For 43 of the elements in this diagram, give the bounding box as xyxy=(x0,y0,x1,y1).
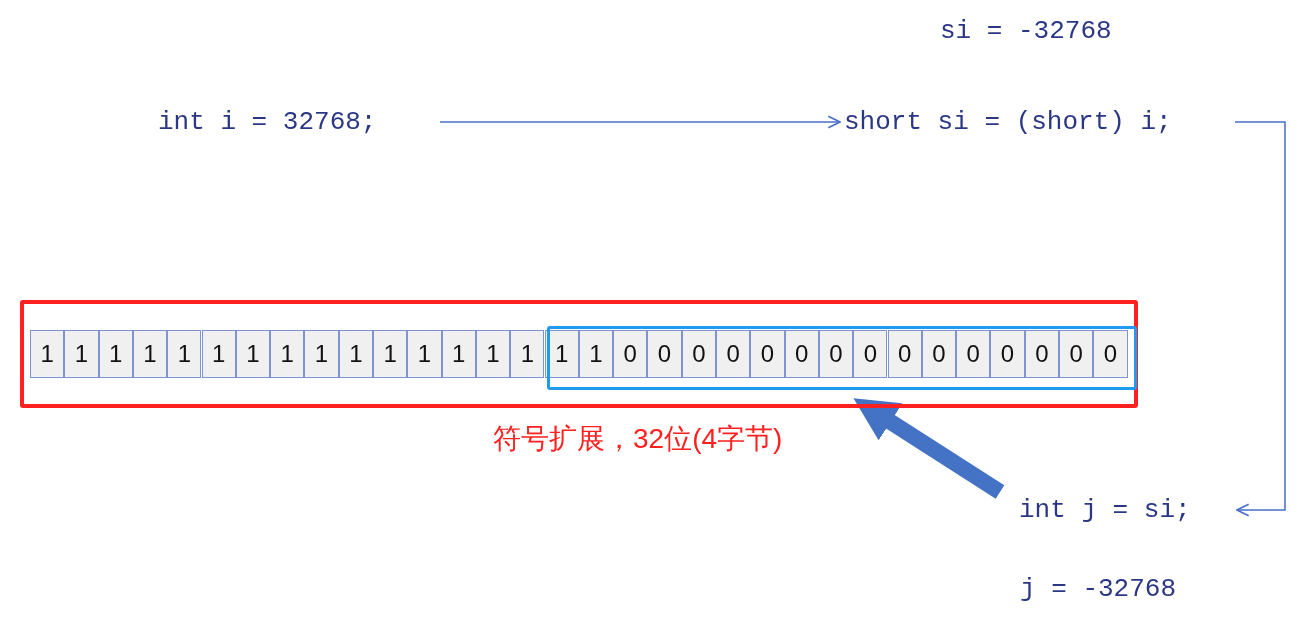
bit-cell: 1 xyxy=(98,330,133,378)
bit-cell: 1 xyxy=(578,330,614,378)
bit-cell: 1 xyxy=(270,330,305,378)
bit-cell: 1 xyxy=(441,330,476,378)
bit-cell: 0 xyxy=(716,330,751,378)
arrow xyxy=(439,115,841,129)
bit-cell: 0 xyxy=(818,330,854,378)
bit-cell: 1 xyxy=(510,330,545,378)
highlight-frame xyxy=(547,326,1137,390)
bit-cell: 0 xyxy=(784,330,819,378)
bit-cell: 1 xyxy=(544,330,579,378)
code-line: int j = si; xyxy=(1019,493,1191,527)
bit-cell: 0 xyxy=(956,330,991,378)
annotation-text: 符号扩展，32位(4字节) xyxy=(493,422,783,456)
bit-cell: 0 xyxy=(853,330,888,378)
bit-cell: 1 xyxy=(64,330,99,378)
bit-cell: 1 xyxy=(235,330,271,378)
value-note: j = -32768 xyxy=(1020,573,1177,606)
bit-cell: 1 xyxy=(373,330,408,378)
bit-cell: 1 xyxy=(338,330,373,378)
bit-cell: 0 xyxy=(750,330,785,378)
bit-cell: 1 xyxy=(407,330,442,378)
bit-cell: 0 xyxy=(887,330,922,378)
bit-cell: 1 xyxy=(304,330,339,378)
value-note: si = -32768 xyxy=(940,15,1112,48)
bit-cell: 0 xyxy=(1059,330,1094,378)
bit-row-frame xyxy=(20,300,1138,408)
bit-cell: 1 xyxy=(30,330,65,378)
bit-cell: 0 xyxy=(921,330,957,378)
bit-cell: 1 xyxy=(132,330,168,378)
bit-cell: 0 xyxy=(647,330,682,378)
bit-cell: 1 xyxy=(167,330,202,378)
code-line: int i = 32768; xyxy=(158,105,377,139)
bit-cell: 0 xyxy=(681,330,716,378)
bit-cell: 1 xyxy=(475,330,511,378)
block-arrow xyxy=(853,398,1005,499)
bit-cell: 0 xyxy=(990,330,1025,378)
code-line: short si = (short) i; xyxy=(844,105,1172,139)
arrow xyxy=(1234,121,1286,517)
bit-cell: 0 xyxy=(613,330,648,378)
bit-cell: 0 xyxy=(1024,330,1059,378)
bit-cell: 1 xyxy=(201,330,236,378)
bit-cell: 0 xyxy=(1093,330,1128,378)
